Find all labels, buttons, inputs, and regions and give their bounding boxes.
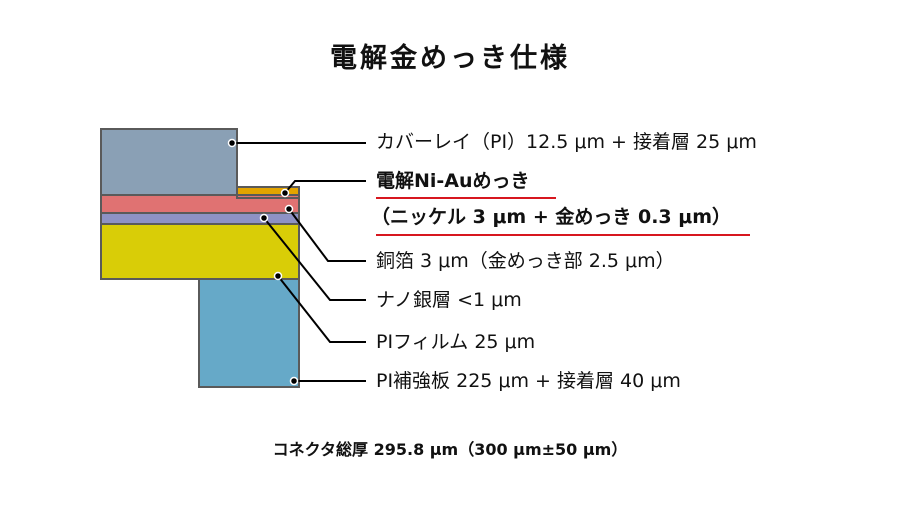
pi-film-label: PIフィルム 25 μm (376, 331, 536, 353)
coverlay-layer (100, 128, 238, 196)
nano-silver-layer (100, 212, 300, 225)
plating-label-line1: 電解Ni-Auめっき (376, 170, 530, 192)
leader-lines (232, 142, 366, 382)
diagram-title: 電解金めっき仕様 (330, 43, 570, 74)
copper-label: 銅箔 3 μm（金めっき部 2.5 μm） (376, 250, 675, 272)
nano-silver-label: ナノ銀層 <1 μm (376, 289, 522, 311)
highlight-underline-2 (376, 234, 750, 236)
leader-dots (227, 138, 299, 386)
stiffener-layer (198, 278, 300, 388)
total-thickness-note: コネクタ総厚 295.8 μm（300 μm±50 μm） (272, 440, 628, 459)
pi-film-layer (100, 223, 300, 280)
highlight-underline-1 (376, 197, 556, 199)
coverlay-label: カバーレイ（PI）12.5 μm + 接着層 25 μm (376, 131, 757, 153)
stiffener-label: PI補強板 225 μm + 接着層 40 μm (376, 370, 681, 392)
plating-label-line2: （ニッケル 3 μm + 金めっき 0.3 μm） (371, 206, 732, 228)
